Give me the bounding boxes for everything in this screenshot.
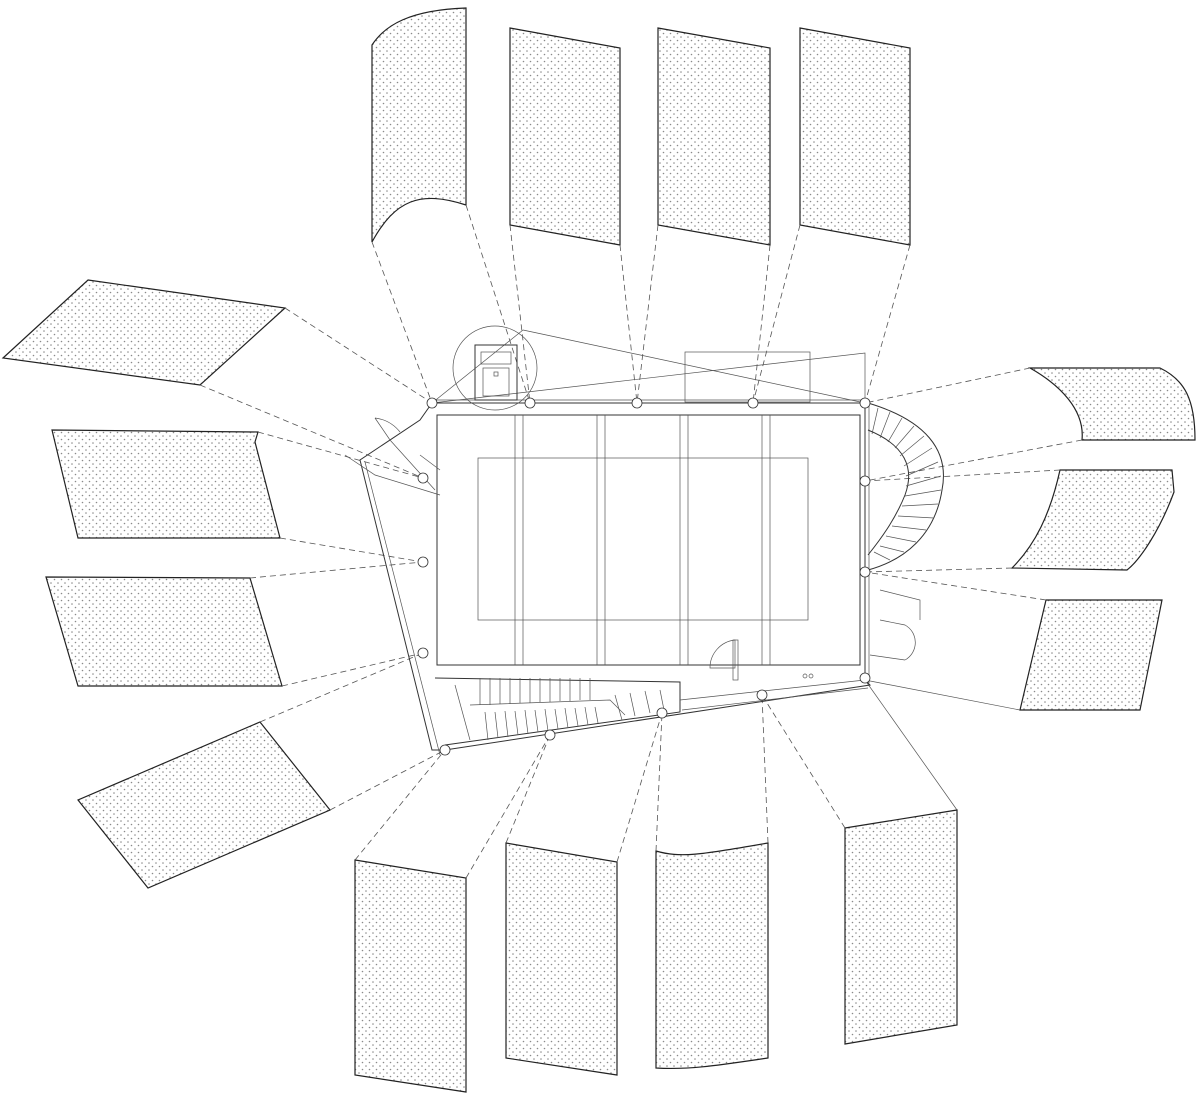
panel-left-2 [51, 429, 281, 539]
elevator-rotunda [452, 325, 538, 411]
panel-bottom-1 [354, 859, 467, 1093]
main-hall [436, 414, 861, 666]
panel-bottom-2 [505, 842, 618, 1076]
door-swing-icon [344, 417, 441, 496]
panels-top [371, 7, 911, 246]
floor-plan [344, 325, 944, 756]
panels-left [1, 279, 331, 889]
panel-top-1 [371, 7, 467, 243]
column-marker-icon [417, 397, 871, 756]
top-annex [684, 351, 811, 403]
leader-lines [199, 204, 1083, 879]
panel-right-3 [1019, 599, 1163, 711]
court-outline [477, 457, 809, 621]
panels-bottom [354, 809, 958, 1093]
panel-top-2 [509, 27, 621, 246]
panels-right [1010, 367, 1196, 711]
panel-bottom-3 [655, 842, 769, 1070]
panel-left-1 [1, 279, 287, 386]
door-swing-icon [869, 589, 921, 661]
panel-right-1 [1027, 367, 1196, 441]
panel-left-4 [77, 721, 331, 889]
panel-right-2 [1010, 469, 1175, 571]
panel-left-3 [45, 576, 283, 687]
panel-top-3 [657, 27, 771, 246]
stair-icon [434, 677, 681, 746]
stair-icon [867, 402, 944, 571]
panel-bottom-4 [844, 809, 958, 1045]
outline-lines [431, 329, 1021, 811]
panel-top-4 [799, 27, 911, 246]
